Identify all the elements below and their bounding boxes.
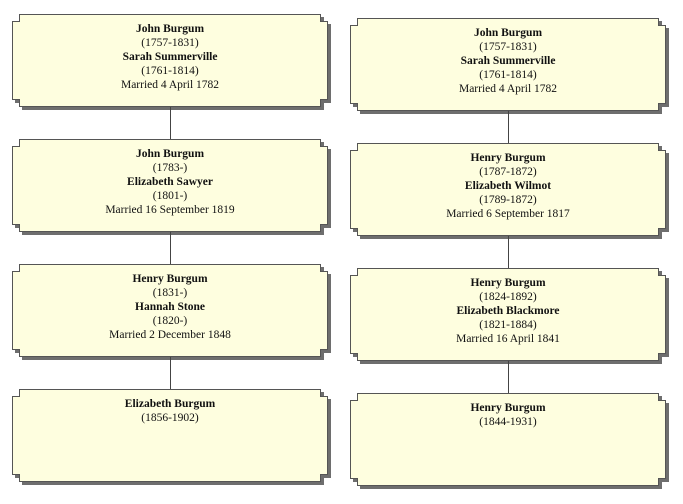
person-dates: (1824-1892) <box>479 291 537 303</box>
spouse-name: Elizabeth Sawyer <box>127 176 213 188</box>
person-name: Henry Burgum <box>470 152 546 164</box>
family-node[interactable]: John Burgum (1757-1831) Sarah Summerville (… <box>12 14 328 107</box>
family-node[interactable]: Henry Burgum (1787-1872) Elizabeth Wilmot (… <box>350 143 666 236</box>
node-background <box>13 390 327 481</box>
node-background <box>351 394 665 485</box>
marriage-info: Married 16 April 1841 <box>456 333 560 345</box>
person-name: John Burgum <box>473 27 543 39</box>
node-text: John Burgum (1757-1831) Sarah Summerville (… <box>350 26 666 96</box>
marriage-info: Married 4 April 1782 <box>458 83 558 95</box>
spouse-dates: (1801-) <box>152 190 188 202</box>
person-dates: (1831-) <box>152 287 188 299</box>
marriage-info: Married 2 December 1848 <box>109 329 231 341</box>
person-dates: (1783-) <box>152 162 188 174</box>
node-text: Henry Burgum (1844-1931) <box>350 401 666 429</box>
node-background <box>351 269 665 360</box>
family-node[interactable]: John Burgum (1757-1831) Sarah Summerville (… <box>350 18 666 111</box>
marriage-info: Married 6 September 1817 <box>446 208 570 220</box>
person-dates: (1757-1831) <box>141 37 199 49</box>
person-dates: (1844-1931) <box>479 416 537 428</box>
spouse-dates: (1789-1872) <box>479 194 537 206</box>
spouse-dates: (1761-1814) <box>479 69 537 81</box>
person-dates: (1787-1872) <box>479 166 537 178</box>
connector-line <box>508 111 509 143</box>
connector-line <box>508 361 509 393</box>
node-background <box>351 19 665 110</box>
family-node[interactable]: Henry Burgum (1831-) Hannah Stone (1820-) Ma… <box>12 264 328 357</box>
person-dates: (1856-1902) <box>141 412 199 424</box>
marriage-info: Married 4 April 1782 <box>120 79 220 91</box>
node-background <box>13 265 327 356</box>
spouse-name: Hannah Stone <box>135 301 205 313</box>
spouse-dates: (1821-1884) <box>479 319 537 331</box>
node-text: John Burgum (1783-) Elizabeth Sawyer (1801-… <box>12 147 328 217</box>
person-name: Henry Burgum <box>470 277 546 289</box>
connector-line <box>508 236 509 268</box>
connector-line <box>170 232 171 264</box>
person-name: John Burgum <box>135 148 205 160</box>
spouse-name: Elizabeth Wilmot <box>464 180 552 192</box>
node-text: Henry Burgum (1831-) Hannah Stone (1820-) Ma… <box>12 272 328 342</box>
person-name: Henry Burgum <box>132 273 208 285</box>
person-name: Henry Burgum <box>470 402 546 414</box>
spouse-dates: (1820-) <box>152 315 188 327</box>
family-node[interactable]: Elizabeth Burgum (1856-1902) <box>12 389 328 482</box>
spouse-name: Sarah Summerville <box>460 55 556 67</box>
node-text: Henry Burgum (1824-1892) Elizabeth Blackmo… <box>350 276 666 346</box>
connector-line <box>170 107 171 139</box>
family-node[interactable]: Henry Burgum (1844-1931) <box>350 393 666 486</box>
node-text: Elizabeth Burgum (1856-1902) <box>12 397 328 425</box>
family-node[interactable]: Henry Burgum (1824-1892) Elizabeth Blackmo… <box>350 268 666 361</box>
node-text: Henry Burgum (1787-1872) Elizabeth Wilmot (… <box>350 151 666 221</box>
spouse-dates: (1761-1814) <box>141 65 199 77</box>
spouse-name: Sarah Summerville <box>122 51 218 63</box>
node-background <box>13 15 327 106</box>
marriage-info: Married 16 September 1819 <box>105 204 235 216</box>
person-name: Elizabeth Burgum <box>124 398 216 410</box>
person-name: John Burgum <box>135 23 205 35</box>
connector-line <box>170 357 171 389</box>
node-text: John Burgum (1757-1831) Sarah Summerville (… <box>12 22 328 92</box>
spouse-name: Elizabeth Blackmore <box>456 305 560 317</box>
node-background <box>13 140 327 231</box>
family-node[interactable]: John Burgum (1783-) Elizabeth Sawyer (1801-… <box>12 139 328 232</box>
node-background <box>351 144 665 235</box>
person-dates: (1757-1831) <box>479 41 537 53</box>
